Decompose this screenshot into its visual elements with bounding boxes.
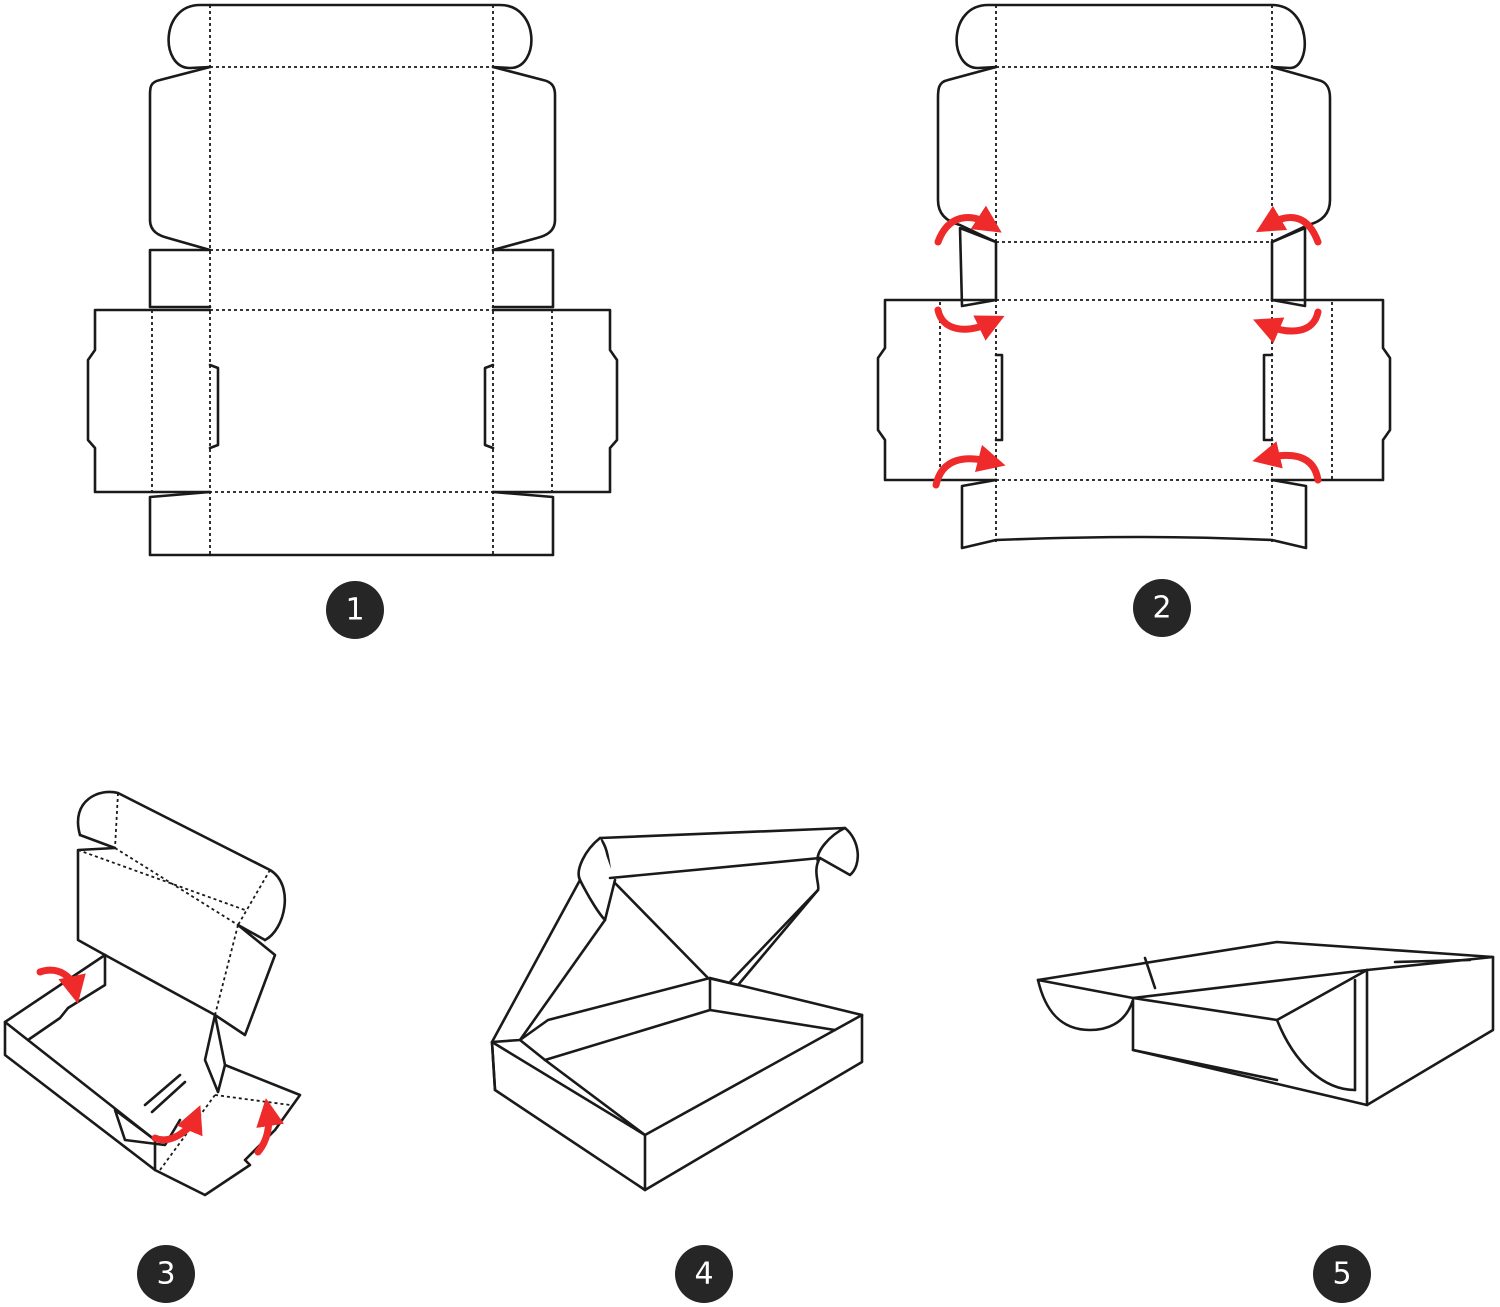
step-2-fold-flaps [876, 3, 1392, 550]
step-badge-2: 2 [1133, 579, 1191, 637]
step-3-partial-fold [3, 790, 302, 1197]
step-4-open-box [490, 826, 864, 1192]
step-5-closed-box [1036, 940, 1495, 1107]
step-number-4: 4 [694, 1257, 713, 1292]
step-badge-1: 1 [326, 581, 384, 639]
fold-arrows [932, 205, 1322, 489]
step-number-1: 1 [345, 593, 364, 628]
step-number-2: 2 [1152, 591, 1171, 626]
step-badge-3: 3 [137, 1245, 195, 1303]
step-badge-4: 4 [675, 1245, 733, 1303]
step-number-3: 3 [156, 1257, 175, 1292]
step-badge-5: 5 [1313, 1245, 1371, 1303]
step-1-flat-blank [86, 3, 619, 557]
step-number-5: 5 [1332, 1257, 1351, 1292]
